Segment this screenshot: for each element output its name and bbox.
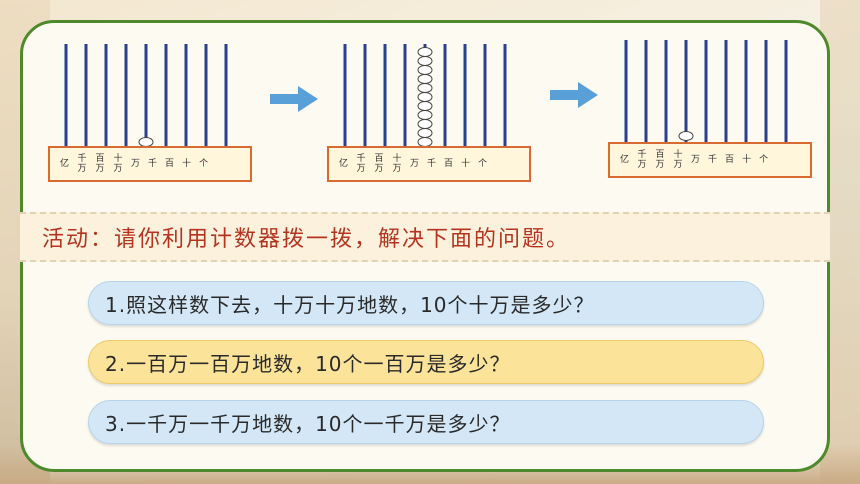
place-value-label: 十万 — [392, 154, 402, 174]
place-value-label: 亿 — [60, 159, 70, 169]
place-value-label: 个 — [199, 159, 209, 169]
abacus-bead-stack — [417, 47, 433, 147]
place-value-label: 千 — [708, 155, 718, 165]
place-value-label: 百万 — [374, 154, 384, 174]
place-value-label: 千万 — [356, 154, 366, 174]
place-value-label: 千万 — [637, 150, 647, 170]
abacus-1-label-box: 亿 千万 百万 十万 万 千 百 十 个 — [48, 146, 252, 182]
abacus-2-label-box: 亿 千万 百万 十万 万 千 百 十 个 — [327, 146, 531, 182]
activity-banner: 活动：请你利用计数器拨一拨，解决下面的问题。 — [20, 212, 830, 262]
abacus-1-rods — [64, 44, 228, 147]
place-value-label: 亿 — [620, 155, 630, 165]
place-value-label: 千 — [427, 159, 437, 169]
place-value-label: 十 — [182, 159, 192, 169]
place-value-label: 百 — [725, 155, 735, 165]
place-value-label: 百 — [165, 159, 175, 169]
abacus-2: 亿 千万 百万 十万 万 千 百 十 个 — [327, 44, 531, 184]
place-value-label: 万 — [131, 159, 141, 169]
place-value-label: 百万 — [95, 154, 105, 174]
place-value-label: 十 — [742, 155, 752, 165]
right-arrow-icon — [550, 82, 598, 108]
abacus-3-rods — [624, 40, 788, 142]
place-value-label: 万 — [691, 155, 701, 165]
place-value-label: 千万 — [77, 154, 87, 174]
place-value-label: 百 — [444, 159, 454, 169]
abacus-3: 亿 千万 百万 十万 万 千 百 十 个 — [608, 40, 812, 180]
place-value-label: 百万 — [655, 150, 665, 170]
abacus-1: 亿 千万 百万 十万 万 千 百 十 个 — [48, 44, 252, 184]
place-value-label: 千 — [148, 159, 158, 169]
place-value-label: 亿 — [339, 159, 349, 169]
abacus-3-label-box: 亿 千万 百万 十万 万 千 百 十 个 — [608, 142, 812, 178]
right-arrow-icon — [270, 86, 318, 112]
abacus-bead — [678, 131, 694, 141]
place-value-label: 十 — [461, 159, 471, 169]
place-value-label: 十万 — [113, 154, 123, 174]
question-3-button[interactable]: 3.一千万一千万地数，10个一千万是多少？ — [88, 400, 764, 444]
place-value-label: 十万 — [673, 150, 683, 170]
place-value-label: 个 — [759, 155, 769, 165]
abacus-2-rods — [343, 44, 507, 147]
place-value-label: 个 — [478, 159, 488, 169]
place-value-label: 万 — [410, 159, 420, 169]
question-1-button[interactable]: 1.照这样数下去，十万十万地数，10个十万是多少？ — [88, 281, 764, 325]
question-2-button[interactable]: 2.一百万一百万地数，10个一百万是多少？ — [88, 340, 764, 384]
